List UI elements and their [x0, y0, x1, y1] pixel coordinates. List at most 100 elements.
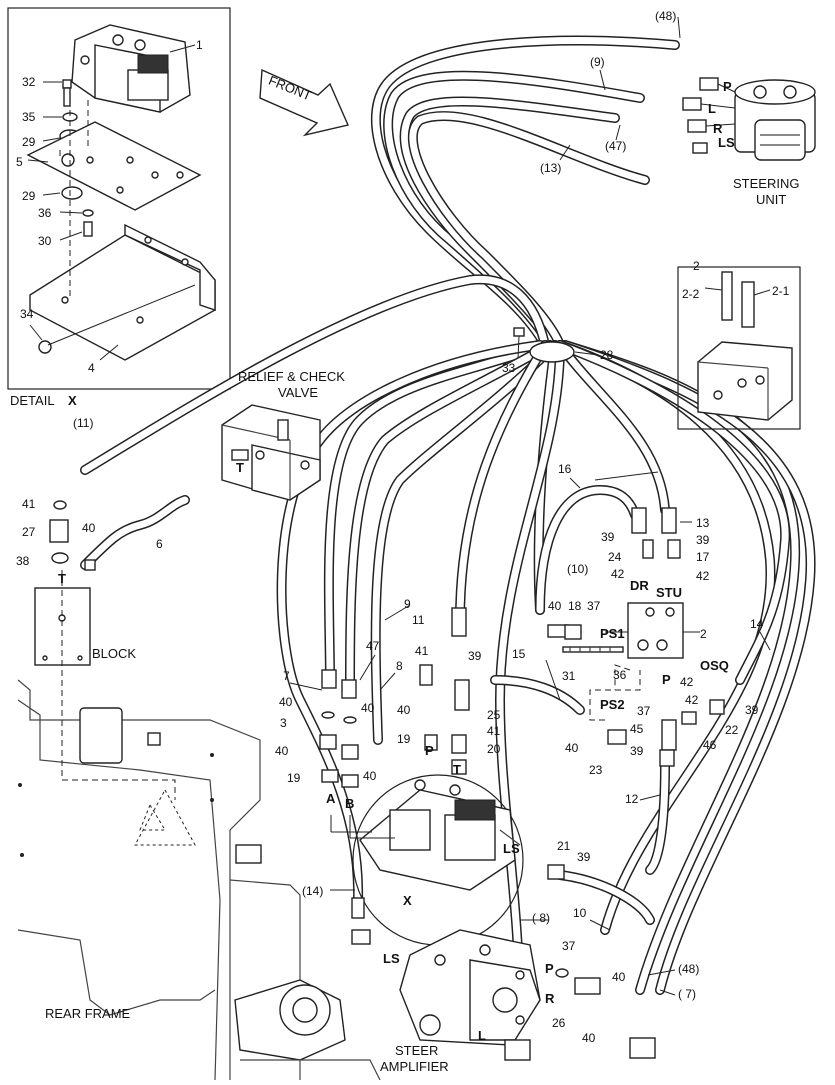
- pn-10-paren: (10): [567, 562, 588, 576]
- port-steering-ls: LS: [718, 135, 735, 150]
- pn-41a: 41: [22, 497, 36, 511]
- port-valve-p: P: [425, 743, 434, 758]
- pn-40h: 40: [363, 769, 377, 783]
- port-stu: STU: [656, 585, 682, 600]
- pn-25: 25: [487, 708, 501, 722]
- pn-14: 14: [750, 617, 764, 631]
- steering-unit-label-1: STEERING: [733, 176, 799, 191]
- pn-16: 16: [558, 462, 572, 476]
- port-amp-l: L: [478, 1028, 486, 1043]
- pn-38: 38: [16, 554, 30, 568]
- pn-48-paren: (48): [678, 962, 699, 976]
- pn-40j: 40: [582, 1031, 596, 1045]
- steer-amplifier-label-2: AMPLIFIER: [380, 1059, 449, 1074]
- hose-clamp-28: [529, 341, 575, 363]
- front-arrow: FRONT: [259, 68, 349, 137]
- pn-18: 18: [568, 599, 582, 613]
- pn-40g: 40: [275, 744, 289, 758]
- pn-36a: 36: [38, 206, 52, 220]
- detail-2-panel: [677, 266, 801, 430]
- pn-46: 46: [703, 738, 717, 752]
- bolt-31: [562, 646, 624, 653]
- pn-40d: 40: [397, 703, 411, 717]
- pn-2: 2: [693, 259, 700, 273]
- port-block-t: T: [58, 571, 66, 586]
- pn-21: 21: [557, 839, 571, 853]
- relief-valve-label-2: VALVE: [278, 385, 318, 400]
- pn-19a: 19: [397, 732, 411, 746]
- pn-2b: 2: [700, 627, 707, 641]
- rear-frame-label: REAR FRAME: [45, 1006, 131, 1021]
- bolt-32: [62, 79, 72, 107]
- pn-8: 8: [396, 659, 403, 673]
- pn-47: 47: [366, 639, 380, 653]
- mounting-plate-5: [26, 121, 202, 211]
- steer-amplifier: [399, 929, 541, 1061]
- pn-41c: 41: [487, 724, 501, 738]
- pn-39e: 39: [630, 744, 644, 758]
- detail-x-label: DETAIL: [10, 393, 55, 408]
- steering-unit: [734, 79, 816, 161]
- steering-fittings: [682, 77, 736, 154]
- port-valve-a: A: [326, 791, 336, 806]
- pn-9: 9: [404, 597, 411, 611]
- pn-40e: 40: [279, 695, 293, 709]
- detail-x-letter: X: [68, 393, 77, 408]
- port-dr: DR: [630, 578, 649, 593]
- pn-8-paren: ( 8): [532, 911, 550, 925]
- pn-14-paren: (14): [302, 884, 323, 898]
- pn-13-top: (13): [540, 161, 561, 175]
- bushing-29b: [61, 186, 83, 200]
- pn-35: 35: [22, 110, 36, 124]
- pn-29b: 29: [22, 189, 36, 203]
- port-ps1: PS1: [600, 626, 625, 641]
- pn-32: 32: [22, 75, 36, 89]
- pn-37c: 37: [562, 939, 576, 953]
- port-relief-t: T: [236, 460, 244, 475]
- fittings-27-38: [49, 500, 96, 571]
- pn-9-top: (9): [590, 55, 605, 69]
- pn-36b: 36: [613, 668, 627, 682]
- pn-40f: 40: [361, 701, 375, 715]
- manifold-block-2: [605, 602, 700, 659]
- pn-40b: 40: [548, 599, 562, 613]
- steer-amplifier-label-1: STEER: [395, 1043, 438, 1058]
- pn-41b: 41: [415, 644, 429, 658]
- pn-3: 3: [280, 716, 287, 730]
- steer-valve-detail: [71, 24, 191, 113]
- pn-39b: 39: [696, 533, 710, 547]
- pn-42c: 42: [680, 675, 694, 689]
- leader-lines: [289, 16, 771, 996]
- steering-unit-label-2: UNIT: [756, 192, 786, 207]
- part-number-callouts: (48) (9) (13) (47) 1 32 35 29 5 29 36 30…: [16, 9, 790, 1045]
- pn-37b: 37: [637, 704, 651, 718]
- pn-1: 1: [196, 38, 203, 52]
- pn-6: 6: [156, 537, 163, 551]
- steer-valve-center: [352, 774, 524, 946]
- port-steering-l: L: [708, 101, 716, 116]
- pn-19b: 19: [287, 771, 301, 785]
- detail-x-panel: [7, 7, 231, 390]
- pn-37a: 37: [587, 599, 601, 613]
- pn-42b: 42: [696, 569, 710, 583]
- pn-31: 31: [562, 669, 576, 683]
- pn-28: 28: [600, 348, 614, 362]
- pn-39f: 39: [577, 850, 591, 864]
- port-valve-t: T: [453, 762, 461, 777]
- pn-45: 45: [630, 722, 644, 736]
- pn-40a: 40: [82, 521, 96, 535]
- pn-11: 11: [412, 613, 425, 627]
- hose-bundle: [80, 35, 816, 1025]
- port-amp-ls: LS: [383, 951, 400, 966]
- pn-12: 12: [625, 792, 639, 806]
- pn-23: 23: [589, 763, 603, 777]
- port-steering-r: R: [713, 121, 723, 136]
- pn-29a: 29: [22, 135, 36, 149]
- relief-valve-label-1: RELIEF & CHECK: [238, 369, 345, 384]
- rear-frame: [17, 679, 381, 1081]
- pn-42a: 42: [611, 567, 625, 581]
- port-steering-p: P: [723, 79, 732, 94]
- pn-39c: 39: [468, 649, 482, 663]
